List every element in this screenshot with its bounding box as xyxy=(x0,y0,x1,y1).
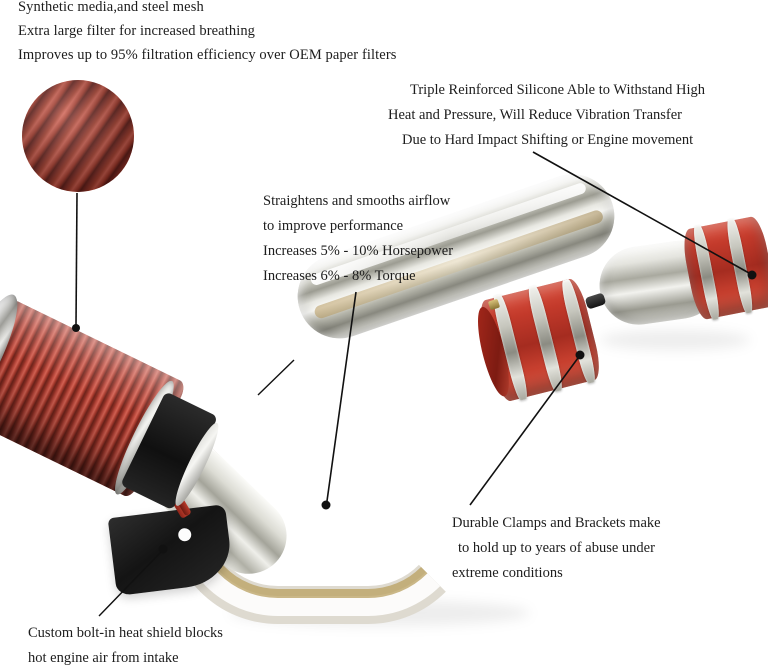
callout-straightener-line-4: Increases 6% - 8% Torque xyxy=(263,268,416,284)
heat-shield-mounting-hole xyxy=(177,527,192,542)
leader-line-filter-media xyxy=(75,192,78,326)
callout-straightener-line-3: Increases 5% - 10% Horsepower xyxy=(263,243,454,259)
callout-heat-shield-line-2: hot engine air from intake xyxy=(28,650,179,666)
bullet-extra-large-filter: Extra large filter for increased breathi… xyxy=(18,23,256,39)
filter-media-inset xyxy=(22,80,134,192)
filter-media-shading xyxy=(22,80,134,192)
callout-straightener-line-1: Straightens and smooths airflow xyxy=(263,193,451,209)
callout-heat-shield-line-1: Custom bolt-in heat shield blocks xyxy=(28,625,223,641)
product-shadow-right xyxy=(600,330,750,350)
leader-line-stub xyxy=(257,359,295,396)
callout-heat-shield: Custom bolt-in heat shield blocks hot en… xyxy=(28,621,223,671)
callout-silicone-line-3: Due to Hard Impact Shifting or Engine mo… xyxy=(402,132,694,148)
callout-clamps-line-3: extreme conditions xyxy=(452,565,563,581)
bullet-synthetic-media: Synthetic media,and steel mesh xyxy=(18,0,204,15)
callout-silicone: Triple Reinforced Silicone Able to Withs… xyxy=(388,78,706,153)
callout-silicone-line-1: Triple Reinforced Silicone Able to Withs… xyxy=(410,82,706,98)
silicone-coupler-mid xyxy=(471,276,605,404)
bullet-filtration-efficiency: Improves up to 95% filtration efficiency… xyxy=(18,47,397,63)
callout-silicone-line-2: Heat and Pressure, Will Reduce Vibration… xyxy=(388,107,682,123)
callout-clamps-line-2: to hold up to years of abuse under xyxy=(458,540,655,556)
callout-clamps: Durable Clamps and Brackets make to hold… xyxy=(452,511,661,586)
callout-clamps-line-1: Durable Clamps and Brackets make xyxy=(452,515,661,531)
callout-straightener: Straightens and smooths airflow to impro… xyxy=(263,189,453,289)
filter-media-texture xyxy=(22,80,134,192)
callout-straightener-line-2: to improve performance xyxy=(263,218,404,234)
sensor-bung xyxy=(584,292,607,310)
